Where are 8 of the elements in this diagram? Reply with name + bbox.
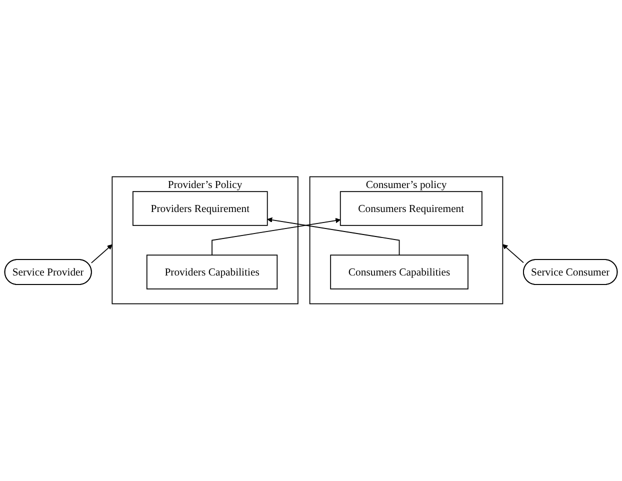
node-box: Consumers Capabilities	[330, 254, 468, 290]
arrow	[212, 218, 341, 256]
node-box: Consumers Requirement	[340, 191, 482, 226]
arrow	[90, 244, 112, 264]
arrow	[267, 218, 400, 256]
arrow	[502, 244, 524, 264]
node-box: Providers Requirement	[132, 191, 268, 226]
node-box: Providers Capabilities	[146, 254, 278, 290]
